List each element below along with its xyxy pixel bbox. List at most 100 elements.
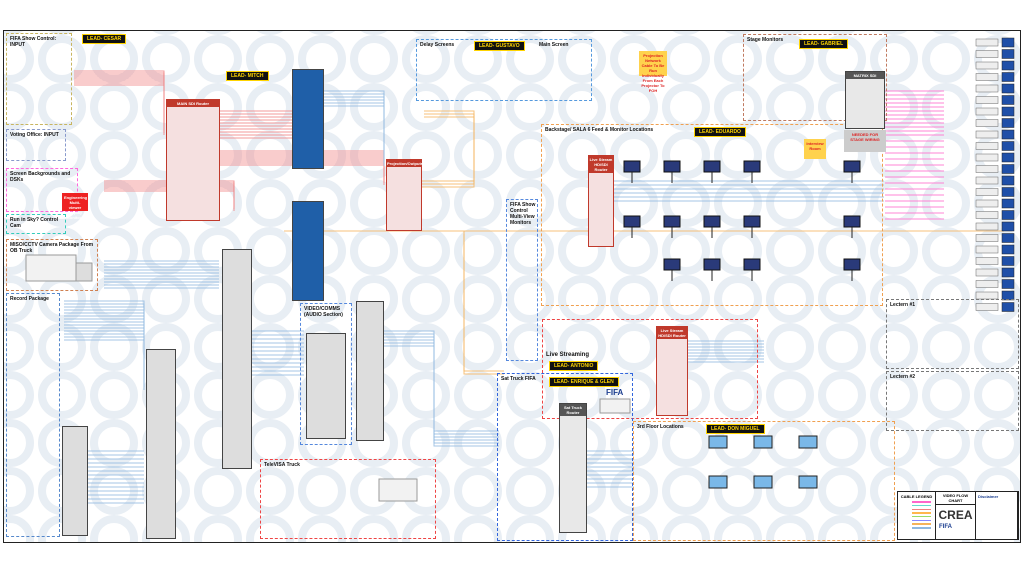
watermark-circle: [818, 275, 866, 323]
watermark-circle: [4, 419, 34, 467]
monitor-icon: [1001, 164, 1015, 174]
watermark-circle: [662, 419, 710, 467]
section-title: Screen Backgrounds and DSKs: [10, 171, 71, 183]
monitor-icon: [1001, 83, 1015, 94]
chart-title: VIDEO FLOW CHART: [936, 492, 975, 505]
orange-cable: [463, 234, 504, 375]
monitor-label: [975, 165, 999, 173]
title-column: VIDEO FLOW CHART CREA FIFA: [936, 492, 976, 539]
interview-room-note: Interview Room: [804, 139, 826, 159]
watermark-circle: [506, 467, 554, 515]
router-title: Sat Truck Router: [560, 404, 586, 416]
watermark-circle: [662, 467, 710, 515]
watermark-circle: [506, 131, 554, 179]
grey-router-d: [356, 301, 384, 441]
watermark-circle: [922, 179, 970, 227]
watermark-circle: [4, 83, 34, 131]
watermark-circle: [610, 131, 658, 179]
monitor-label: [975, 199, 999, 208]
projection-network-note: Projection Network Cable To Be Run Indiv…: [639, 51, 667, 93]
watermark-circle: [402, 227, 450, 275]
router-title: Live Stream HD/SDI Router: [589, 156, 613, 173]
legend-line: [912, 512, 931, 514]
projection-router: Projection/Outputs: [386, 159, 423, 231]
watermark-circle: [4, 371, 34, 419]
watermark-circle: [454, 275, 502, 323]
red-cable: [74, 84, 165, 135]
watermark-circle: [246, 35, 294, 83]
grey-router-b: [146, 349, 176, 539]
section-title: Live Streaming: [546, 352, 590, 358]
watermark-circle: [402, 131, 450, 179]
watermark-circle: [818, 515, 866, 542]
router-title: Live Stream HD/SDI Router: [657, 327, 687, 339]
section-title: Lectern #1: [890, 302, 916, 308]
watermark-circle: [194, 467, 242, 515]
stage-wiring-note: NEEDED FOR STAGE WIRING: [844, 130, 886, 152]
monitor-label: [975, 107, 999, 116]
monitor-label: [975, 119, 999, 127]
watermark-circle: [714, 515, 762, 542]
monitor-icon: [1001, 37, 1015, 48]
watermark-circle: [454, 323, 502, 371]
watermark-circle: [818, 179, 866, 227]
section-third-floor: 3rd Floor Locations: [633, 421, 895, 541]
red-cable: [104, 190, 235, 211]
section-title: Run in Sky? Control Cam: [10, 217, 59, 229]
main-sdi-router: MAIN SDI Router: [166, 99, 220, 221]
sat-truck-router: Sat Truck Router: [559, 403, 587, 533]
monitor-icon: [708, 435, 728, 449]
sat-van-icon: [599, 398, 631, 414]
watermark-circle: [142, 227, 190, 275]
watermark-circle: [506, 275, 554, 323]
truck-cab-icon: [75, 262, 93, 282]
watermark-circle: [610, 83, 658, 131]
monitor-icon: [798, 435, 818, 449]
watermark-circle: [90, 131, 138, 179]
watermark-circle: [818, 467, 866, 515]
watermark-circle: [714, 467, 762, 515]
watermark-circle: [246, 179, 294, 227]
watermark-circle: [90, 83, 138, 131]
watermark-circle: [350, 515, 398, 542]
router-title: MAIN SDI Router: [167, 100, 219, 107]
company-name: CREA: [938, 508, 973, 522]
monitor-icon: [708, 475, 728, 489]
monitor-label: [975, 234, 999, 242]
disclaimer: Disclaimer: [976, 492, 1018, 539]
watermark-circle: [766, 179, 814, 227]
section-title: 3rd Floor Locations: [637, 424, 684, 430]
monitor-icon: [1001, 60, 1015, 71]
watermark-circle: [870, 35, 918, 83]
watermark-circle: [454, 83, 502, 131]
monitor-icon: [1001, 244, 1015, 255]
watermark-circle: [90, 227, 138, 275]
monitor-label: [975, 257, 999, 265]
watermark-circle: [662, 35, 710, 83]
watermark-circle: [246, 419, 294, 467]
watermark-circle: [402, 275, 450, 323]
grey-router-c: [62, 426, 88, 536]
watermark-circle: [974, 419, 1020, 467]
watermark-circle: [506, 515, 554, 542]
watermark-circle: [90, 323, 138, 371]
section-voting-office: Voting Office: INPUT: [6, 129, 66, 161]
watermark-circle: [922, 371, 970, 419]
monitor-icon: [1001, 49, 1015, 59]
monitor-icon: [1001, 279, 1015, 289]
legend-line: [912, 504, 931, 507]
monitor-label: [975, 38, 999, 47]
section-record-package: Record Package: [6, 293, 60, 537]
monitor-label: [975, 176, 999, 185]
section-title: Voting Office: INPUT: [10, 132, 59, 138]
watermark-circle: [506, 179, 554, 227]
section-title: FIFA Show Control Multi-View Monitors: [510, 202, 536, 226]
section-miso-cctv: MISO/CCTV Camera Package From OB Truck: [6, 239, 98, 291]
watermark-circle: [194, 515, 242, 542]
watermark-circle: [766, 371, 814, 419]
cable-legend: CABLE LEGEND: [898, 492, 936, 539]
watermark-circle: [194, 35, 242, 83]
monitor-icon: [1001, 221, 1015, 232]
watermark-circle: [90, 419, 138, 467]
